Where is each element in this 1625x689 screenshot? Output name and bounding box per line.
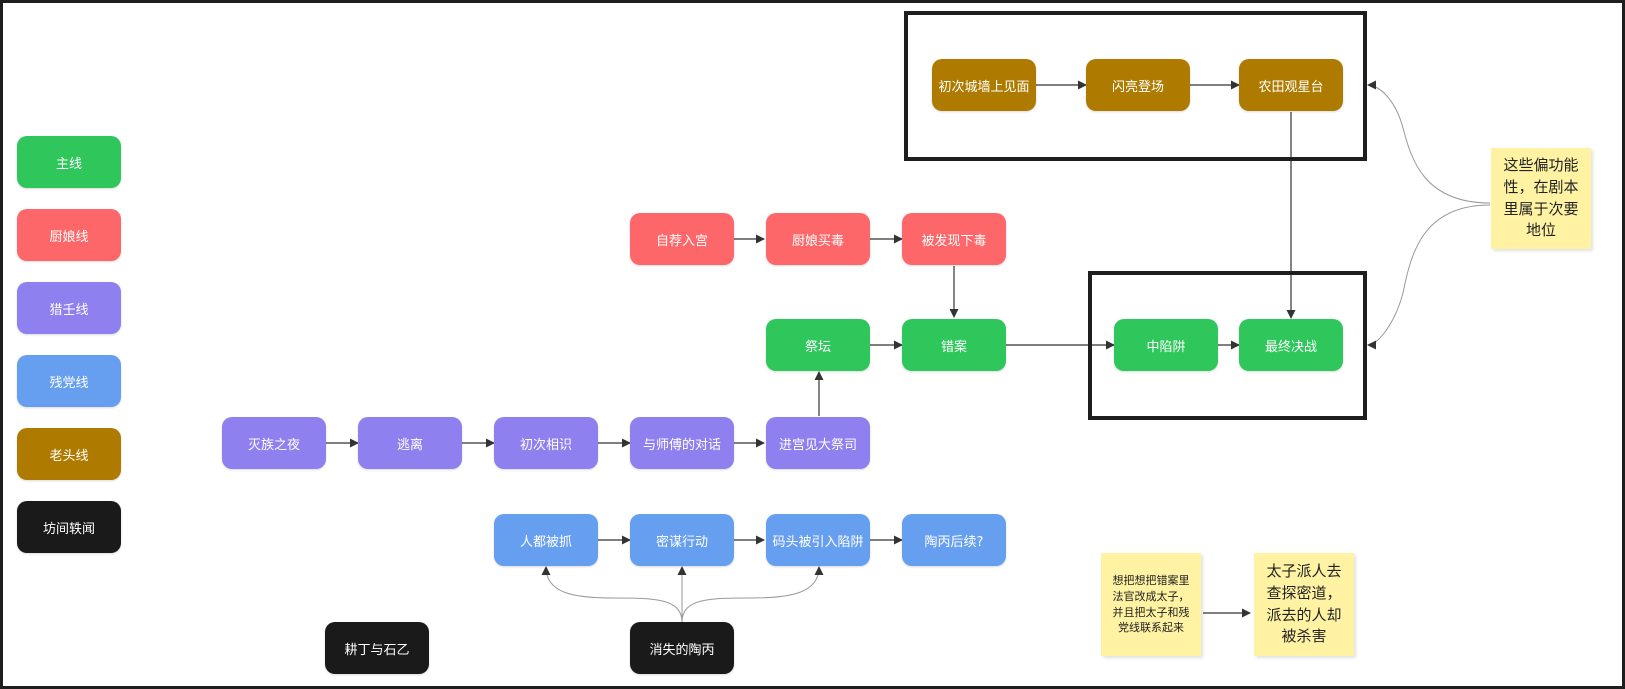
frame-bottom-group	[1088, 271, 1367, 420]
node-zijian[interactable]: 自荐入宫	[630, 213, 734, 265]
edge-note-to-frame-top	[1367, 80, 1491, 204]
frame-top-group	[904, 11, 1367, 161]
legend-hunter[interactable]: 猎壬线	[17, 282, 121, 334]
node-xiaoshi-taobing[interactable]: 消失的陶丙	[630, 622, 734, 674]
node-taoli[interactable]: 逃离	[358, 417, 462, 469]
legend-main[interactable]: 主线	[17, 136, 121, 188]
node-gengding[interactable]: 耕丁与石乙	[325, 622, 429, 674]
node-zhongxianjing[interactable]: 中陷阱	[1114, 319, 1218, 371]
connector-layer	[326, 80, 1491, 623]
legend-rumor[interactable]: 坊间轶闻	[17, 501, 121, 553]
node-matou[interactable]: 码头被引入陷阱	[766, 514, 870, 566]
legend-oldman[interactable]: 老头线	[17, 428, 121, 480]
node-rendou[interactable]: 人都被抓	[494, 514, 598, 566]
edge-note-to-frame-bottom	[1367, 204, 1491, 350]
node-miezu[interactable]: 灭族之夜	[222, 417, 326, 469]
sticky-note-prince[interactable]: 太子派人去查探密道，派去的人却被杀害	[1254, 553, 1354, 656]
sticky-note-idea[interactable]: 想把想把错案里法官改成太子，并且把太子和残党线联系起来	[1101, 553, 1201, 656]
node-mimou[interactable]: 密谋行动	[630, 514, 734, 566]
legend-cook[interactable]: 厨娘线	[17, 209, 121, 261]
node-taobing-houxu[interactable]: 陶丙后续?	[902, 514, 1006, 566]
sticky-note-secondary[interactable]: 这些偏功能性，在剧本里属于次要地位	[1491, 148, 1591, 249]
node-nongtian[interactable]: 农田观星台	[1239, 59, 1343, 111]
node-yu-shifu[interactable]: 与师傅的对话	[630, 417, 734, 469]
node-shanliang[interactable]: 闪亮登场	[1086, 59, 1190, 111]
edge-xiaoshi-to-rendou	[541, 566, 683, 623]
node-chuniang-maidu[interactable]: 厨娘买毒	[766, 213, 870, 265]
node-cuoan[interactable]: 错案	[902, 319, 1006, 371]
node-jingong[interactable]: 进宫见大祭司	[766, 417, 870, 469]
edge-xiaoshi-to-matou	[681, 566, 824, 623]
node-beifaxian[interactable]: 被发现下毒	[902, 213, 1006, 265]
node-chuci-xiangshi[interactable]: 初次相识	[494, 417, 598, 469]
legend-remnant[interactable]: 残党线	[17, 355, 121, 407]
node-zuizhong[interactable]: 最终决战	[1239, 319, 1343, 371]
node-chuci-chengqiang[interactable]: 初次城墙上见面	[932, 59, 1036, 111]
node-jitan[interactable]: 祭坛	[766, 319, 870, 371]
